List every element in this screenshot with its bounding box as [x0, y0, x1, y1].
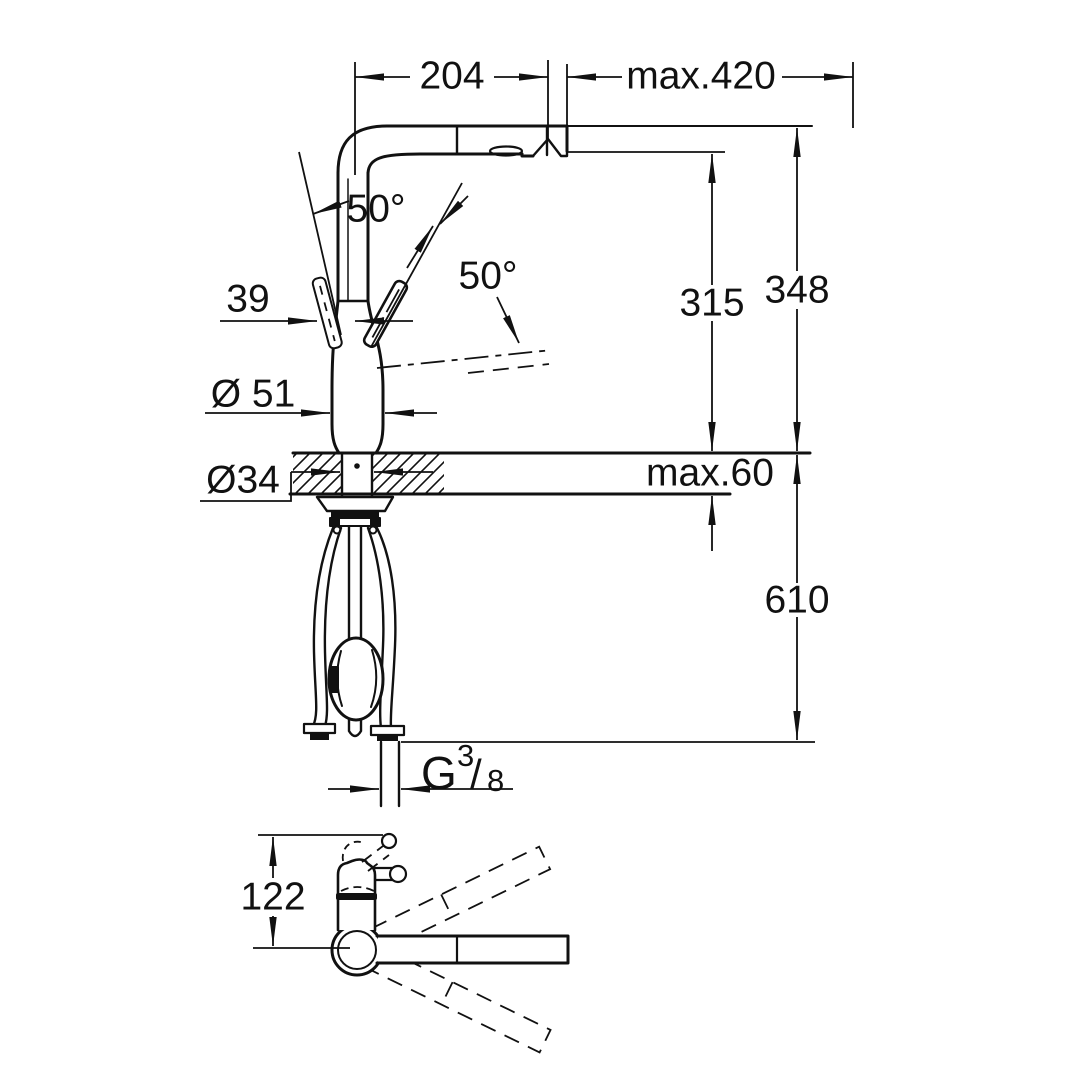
pullout-label: max.420 — [626, 55, 776, 98]
thread-denominator: 8 — [487, 763, 504, 798]
height-top-label: 348 — [764, 269, 829, 312]
angle-right-label: 50° — [459, 255, 518, 298]
angle-left-label: 50° — [347, 188, 406, 231]
deck-thickness-label: max.60 — [646, 452, 774, 495]
mounting-ring — [329, 517, 381, 527]
gasket — [331, 511, 379, 517]
mounting-flange — [315, 495, 395, 513]
handle-lever-right-position — [362, 279, 409, 349]
mounting-hardware — [315, 495, 395, 535]
plan-lever-raised — [361, 832, 398, 872]
swivel-position-lower — [372, 947, 552, 1054]
height-underside-label: 315 — [679, 282, 744, 325]
swivel-position-upper — [371, 845, 552, 952]
plan-view: 122 — [240, 832, 570, 1054]
left-hose-connector — [302, 722, 337, 735]
left-hose-inner — [323, 526, 343, 728]
dim-height-348: 348 — [764, 127, 830, 452]
dim-hole-diameter-34: Ø34 — [200, 459, 433, 502]
dim-deck-max60: max.60 — [646, 452, 774, 551]
thread-prefix: G — [421, 747, 457, 799]
dim-body-diameter-51: Ø 51 — [205, 373, 437, 417]
dim-pullout-max420: max.420 — [566, 55, 854, 128]
dim-lever-width-39: 39 — [220, 278, 413, 325]
dim-thread-g38: G 3 / 8 — [328, 738, 513, 799]
lever-axis-line-left — [298, 151, 342, 336]
plan-depth-label: 122 — [240, 876, 305, 919]
dim-spout-reach-204: 204 — [354, 55, 568, 175]
dim-height-315: 315 — [679, 153, 745, 452]
shank-center-mark — [354, 463, 360, 469]
lever-width-label: 39 — [226, 278, 269, 321]
body-diameter-label: Ø 51 — [211, 373, 296, 416]
handle-base-band — [336, 893, 377, 900]
thread-numerator: 3 — [457, 738, 474, 773]
right-hose-outer — [375, 526, 397, 730]
handle-lever-left-position — [311, 276, 343, 350]
spray-head — [455, 124, 569, 158]
left-hose-outer — [311, 526, 335, 728]
spray-button — [488, 145, 524, 157]
plan-lever-horizontal — [373, 864, 408, 884]
plan-body — [336, 832, 408, 932]
hole-diameter-label: Ø34 — [206, 459, 280, 502]
hose-weight — [327, 636, 385, 722]
swivel-base — [330, 923, 384, 977]
plan-spout — [375, 934, 570, 965]
handle-angle-annotations: 50° 50° — [298, 151, 553, 374]
supply-hoses — [302, 525, 406, 808]
right-hose-inner — [366, 526, 385, 730]
side-view: 50° 50° 204 max.420 — [200, 55, 854, 808]
dim-plan-depth-122: 122 — [240, 834, 383, 949]
spout-reach-label: 204 — [419, 55, 484, 98]
under-counter-label: 610 — [764, 579, 829, 622]
lever-down-position-line — [376, 349, 553, 369]
right-hose-connector — [369, 724, 406, 737]
supply-tube — [379, 740, 401, 808]
thread-slash: / — [470, 751, 482, 798]
dim-under-counter-610: 610 — [401, 454, 830, 743]
